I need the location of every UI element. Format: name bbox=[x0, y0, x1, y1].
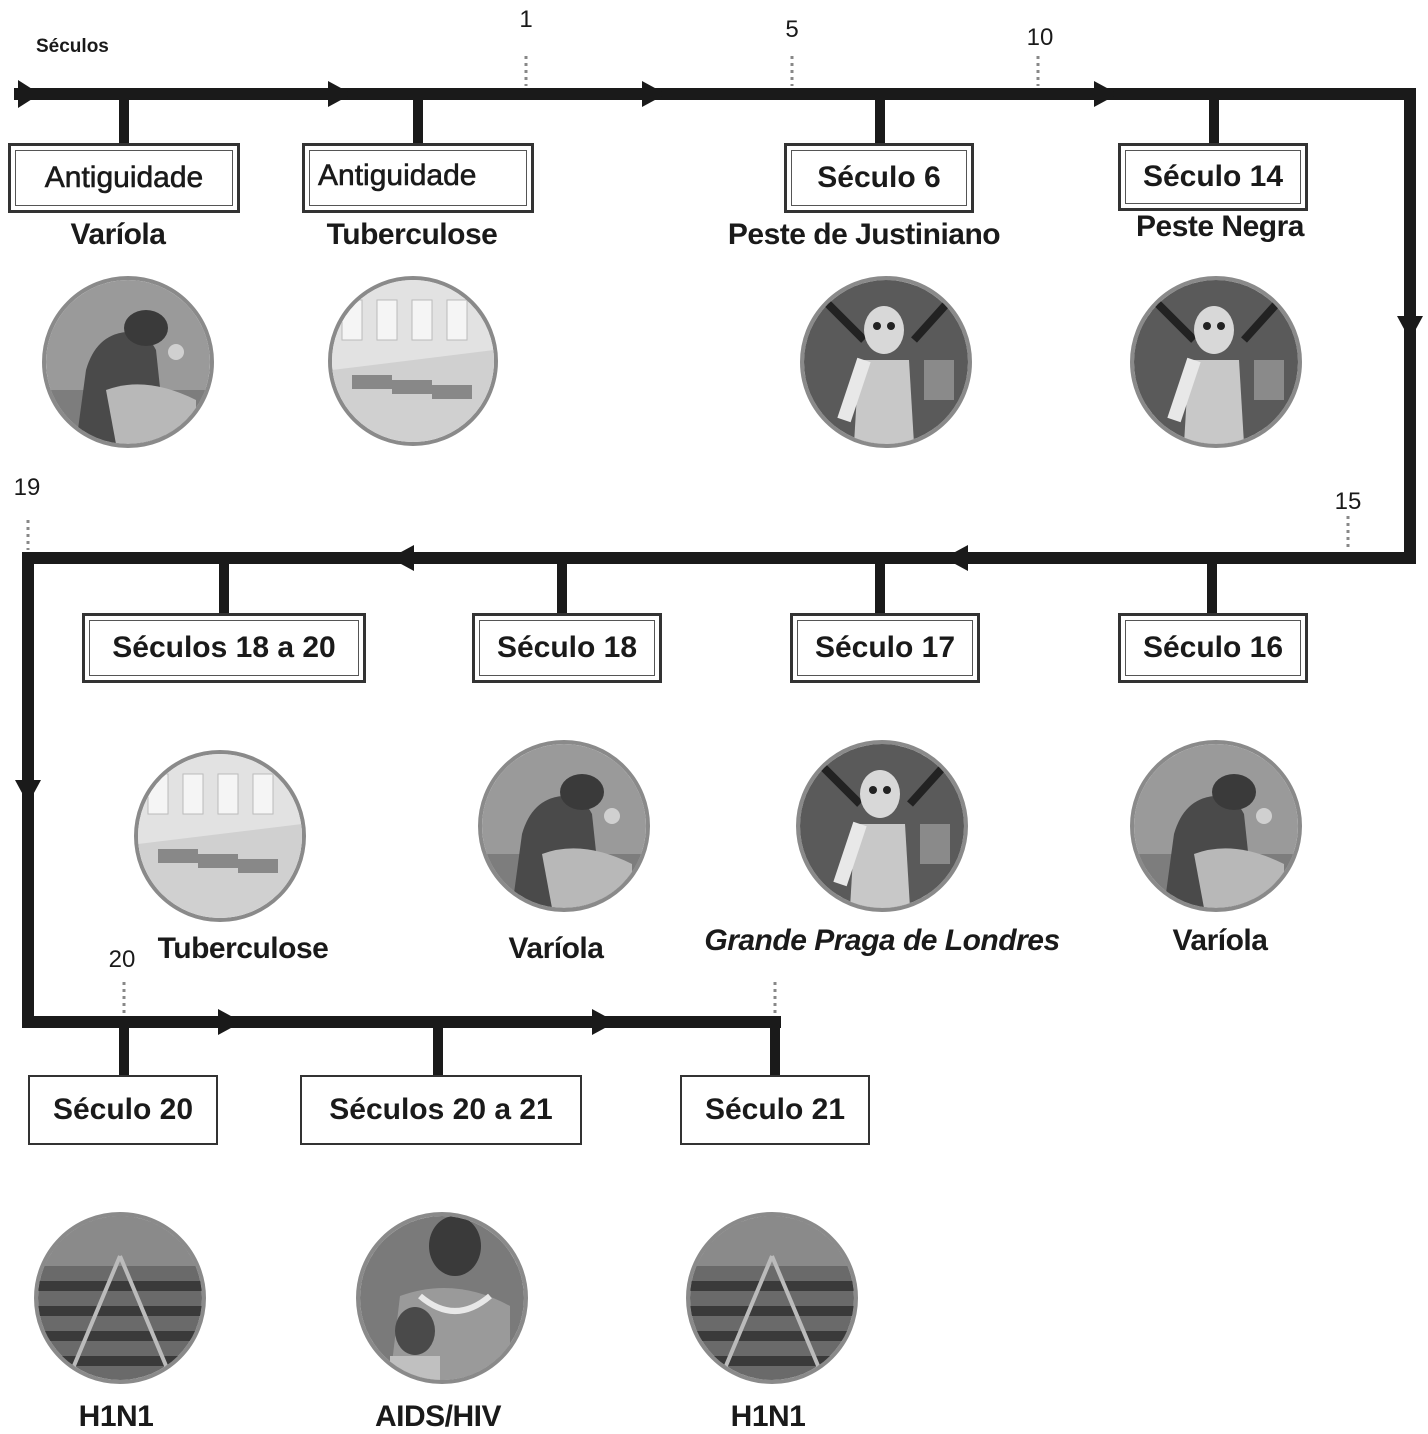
period-label: Séculos 20 a 21 bbox=[329, 1093, 553, 1126]
disease-label: Tuberculose bbox=[157, 932, 329, 965]
arrow-right bbox=[642, 81, 666, 107]
period-box: Século 17 bbox=[790, 613, 980, 683]
century-marker: 20 bbox=[108, 946, 136, 973]
century-marker: 19 bbox=[13, 474, 41, 501]
period-label: Século 16 bbox=[1125, 620, 1301, 676]
period-box: Século 21 bbox=[680, 1075, 870, 1145]
arrow-right bbox=[328, 81, 352, 107]
period-label: Século 18 bbox=[479, 620, 655, 676]
arrow-down bbox=[1397, 316, 1423, 340]
period-label: Século 6 bbox=[791, 150, 967, 206]
century-marker: 10 bbox=[1026, 24, 1054, 51]
period-label: Século 17 bbox=[797, 620, 973, 676]
timeline-row-1 bbox=[14, 88, 1416, 1028]
period-box: Século 16 bbox=[1118, 613, 1308, 683]
disease-label: H1N1 bbox=[78, 1400, 154, 1433]
plague-skeleton-painting-image bbox=[1130, 276, 1302, 448]
period-label: Antiguidade bbox=[15, 150, 233, 206]
arrow-right bbox=[592, 1009, 616, 1035]
period-label: Século 20 bbox=[52, 1093, 194, 1126]
arrow-left bbox=[944, 545, 968, 571]
disease-label: H1N1 bbox=[730, 1400, 806, 1433]
smallpox-patient-image bbox=[1130, 740, 1302, 912]
arrow-right bbox=[1094, 81, 1118, 107]
century-marker: 15 bbox=[1334, 488, 1362, 515]
disease-label: Varíola bbox=[508, 932, 604, 965]
period-box: Século 14 bbox=[1118, 143, 1308, 211]
influenza-hospital-ward-image bbox=[686, 1212, 858, 1384]
period-box: Século 18 bbox=[472, 613, 662, 683]
hiv-mother-and-child-image bbox=[356, 1212, 528, 1384]
tuberculosis-ward-image bbox=[134, 750, 306, 922]
influenza-hospital-ward-image bbox=[34, 1212, 206, 1384]
period-label: Séculos 18 a 20 bbox=[89, 620, 359, 676]
disease-label: Grande Praga de Londres bbox=[704, 924, 1060, 957]
arrow-down bbox=[15, 780, 41, 804]
century-marker: 5 bbox=[785, 16, 799, 43]
period-box: Século 6 bbox=[784, 143, 974, 213]
plague-skeleton-painting-image bbox=[800, 276, 972, 448]
smallpox-patient-image bbox=[478, 740, 650, 912]
period-label: Antiguidade bbox=[309, 150, 527, 206]
period-box: Antiguidade bbox=[8, 143, 240, 213]
period-label: Século 21 bbox=[704, 1093, 846, 1126]
arrow-left bbox=[390, 545, 414, 571]
disease-label: Peste Negra bbox=[1136, 210, 1304, 243]
plague-skeleton-painting-image bbox=[796, 740, 968, 912]
disease-label: Peste de Justiniano bbox=[727, 218, 1001, 251]
period-box: Séculos 18 a 20 bbox=[82, 613, 366, 683]
arrow-right bbox=[218, 1009, 242, 1035]
disease-label: AIDS/HIV bbox=[374, 1400, 502, 1433]
period-box: Antiguidade bbox=[302, 143, 534, 213]
arrow-right bbox=[18, 80, 40, 108]
period-box: Séculos 20 a 21 bbox=[300, 1075, 582, 1145]
disease-label: Varíola bbox=[1172, 924, 1268, 957]
tuberculosis-ward-image bbox=[328, 276, 498, 446]
axis-label-seculos: Séculos bbox=[36, 36, 109, 57]
disease-label: Varíola bbox=[70, 218, 166, 251]
period-box: Século 20 bbox=[28, 1075, 218, 1145]
smallpox-patient-image bbox=[42, 276, 214, 448]
century-marker: 1 bbox=[519, 6, 533, 33]
disease-label: Tuberculose bbox=[326, 218, 498, 251]
period-label: Século 14 bbox=[1125, 150, 1301, 204]
